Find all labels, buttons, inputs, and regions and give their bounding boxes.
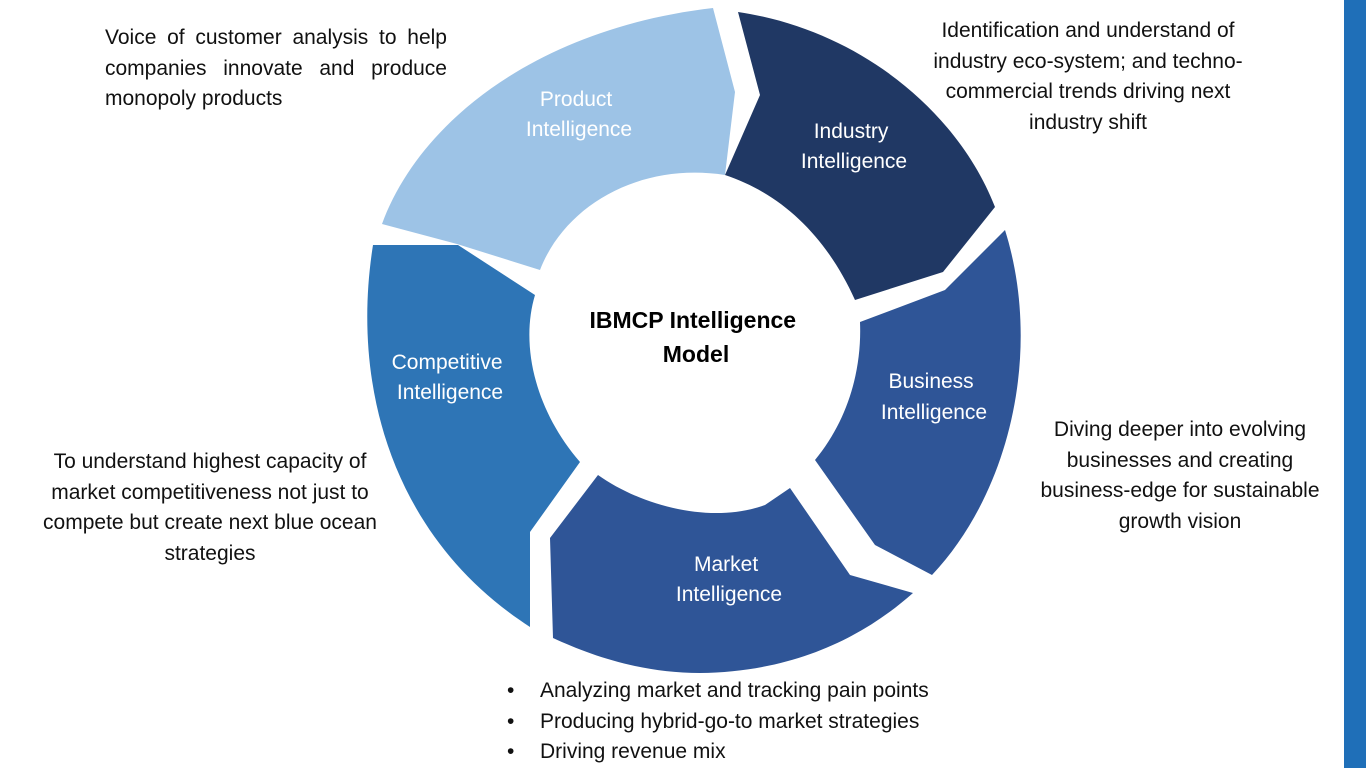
center-title: IBMCP Intelligence Model (589, 307, 802, 367)
competitive-description: To understand highest capacity of market… (43, 450, 377, 565)
market-bullet: Analyzing market and tracking pain point… (505, 676, 1025, 707)
industry-description: Identification and understand of industr… (933, 19, 1243, 134)
product-description: Voice of customer analysis to help compa… (105, 26, 447, 110)
segment-label-market: Market Intelligence (676, 553, 782, 606)
segment-market (550, 475, 913, 673)
business-description: Diving deeper into evolving businesses a… (1040, 418, 1320, 533)
market-bullet-list: Analyzing market and tracking pain point… (505, 676, 1025, 768)
segment-label-industry: Industry Intelligence (801, 120, 907, 173)
segment-label-competitive: Competitive Intelligence (392, 351, 509, 404)
labels-layer: Product Intelligence Industry Intelligen… (392, 88, 987, 606)
segments-layer (367, 8, 1021, 673)
segment-industry (725, 12, 995, 300)
segment-business (815, 230, 1021, 575)
segment-label-business: Business Intelligence (881, 370, 987, 424)
market-bullet: Driving revenue mix (505, 737, 1025, 768)
segment-competitive (367, 245, 580, 627)
right-accent-bar (1344, 0, 1366, 768)
segment-product (382, 8, 735, 270)
market-bullet: Producing hybrid-go-to market strategies (505, 707, 1025, 738)
segment-label-product: Product Intelligence (526, 88, 632, 141)
